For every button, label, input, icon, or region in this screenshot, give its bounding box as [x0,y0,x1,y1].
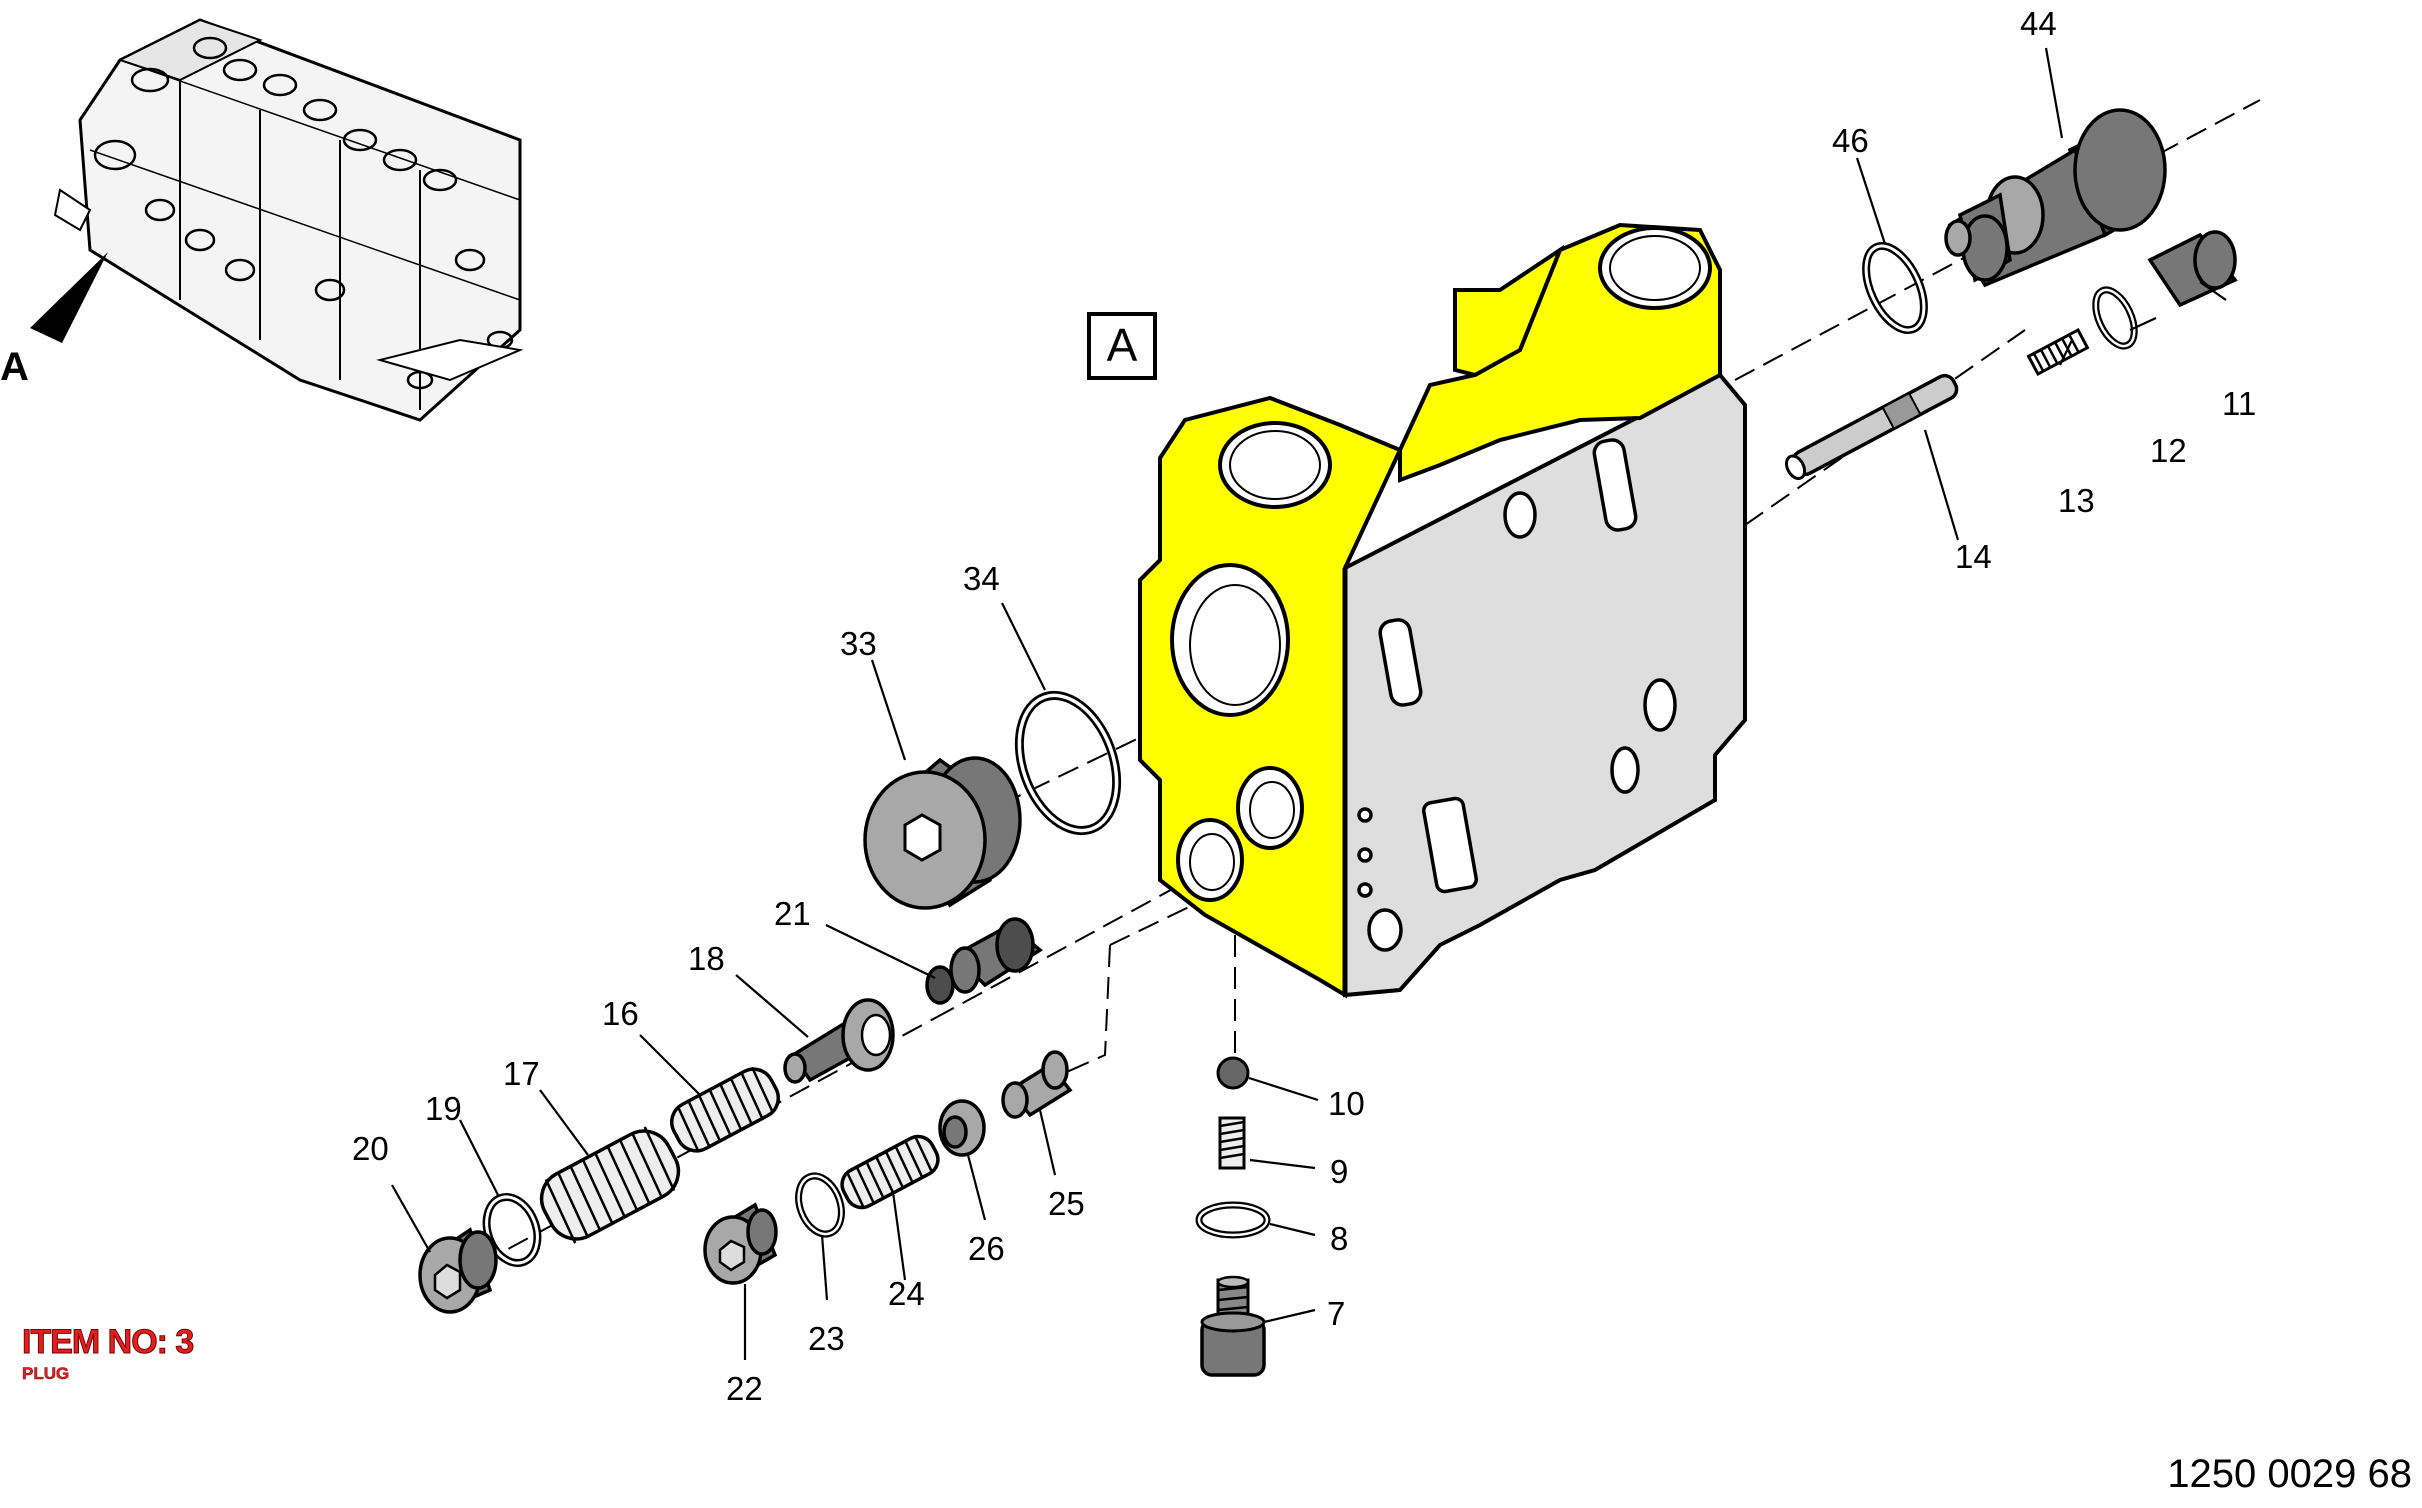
part-14-spool [1784,373,1959,480]
part-26-washer [938,1099,986,1157]
callout-7: 7 [1327,1295,1345,1332]
callout-9: 9 [1330,1153,1348,1190]
view-box [1087,312,1157,380]
callout-44: 44 [2020,5,2057,42]
callout-13: 13 [2058,482,2095,519]
valve-section-body [1138,222,1747,999]
part-24-spring [840,1134,940,1210]
callout-11: 11 [2222,385,2256,422]
part-10-ball [1216,1056,1250,1090]
part-13-spring [2026,327,2090,377]
callout-14: 14 [1955,538,1992,575]
callout-46: 46 [1832,122,1869,159]
callout-8: 8 [1330,1220,1348,1257]
view-box-label: A [1107,319,1138,371]
part-16-spring [669,1066,781,1153]
view-label: A [0,345,29,389]
part-44-relief-cartridge [1944,108,2167,288]
part-11-plug [2147,230,2238,308]
callout-33: 33 [840,625,877,662]
callout-12: 12 [2150,432,2187,469]
part-18-piston [783,998,895,1084]
callout-26: 26 [968,1230,1005,1267]
callout-21: 21 [774,895,811,932]
callout-22: 22 [726,1370,763,1407]
item-description-label: PLUG [22,1364,70,1383]
callout-16: 16 [602,995,639,1032]
part-20-plug [418,1227,498,1314]
part-9-spring [1218,1116,1246,1170]
callout-24: 24 [888,1275,925,1312]
part-21-spool [925,917,1043,1005]
callout-18: 18 [688,940,725,977]
part-22-plug [703,1202,778,1285]
part-33-plug [863,756,1022,910]
part-7-plug [1200,1275,1266,1377]
drawing-number: 1250 0029 68 [2167,1452,2412,1496]
callout-numbers: 44 46 11 12 13 14 34 33 21 18 16 17 19 2… [352,5,2256,1407]
overview-assembly-thumbnail [53,18,524,422]
callout-25: 25 [1048,1185,1085,1222]
callout-34: 34 [963,560,1000,597]
callout-17: 17 [503,1055,540,1092]
leader-lines [391,47,2227,1360]
part-17-spring [539,1126,681,1244]
item-number-label: ITEM NO: 3 [21,1323,194,1361]
callout-23: 23 [808,1320,845,1357]
callout-10: 10 [1328,1085,1365,1122]
callout-19: 19 [425,1090,462,1127]
callout-20: 20 [352,1130,389,1167]
part-25-poppet [1001,1050,1073,1119]
view-arrow-icon [30,252,108,343]
